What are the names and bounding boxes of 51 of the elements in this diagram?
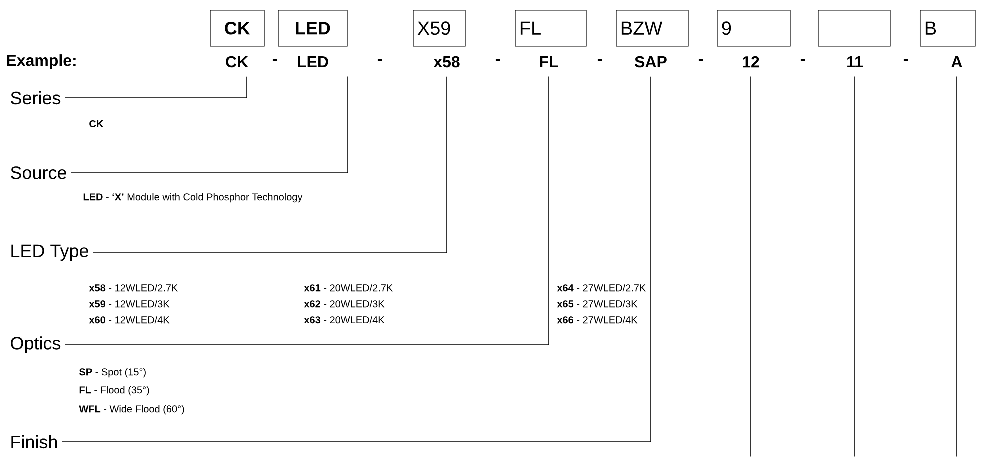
code-description: x58 - 12WLED/2.7K <box>89 284 178 292</box>
example-code: SAP <box>635 56 667 68</box>
category-label: LED Type <box>12 244 88 262</box>
leader-line <box>956 76 958 458</box>
separator-dash: - <box>698 59 704 62</box>
separator-dash: - <box>904 59 908 62</box>
leader-line <box>65 76 550 346</box>
example-code: x58 <box>434 56 460 68</box>
category-label: Series <box>11 91 61 105</box>
separator-dash: - <box>272 59 278 62</box>
code-description: WFL - Wide Flood (60°) <box>79 405 184 415</box>
example-code: LED <box>298 56 328 68</box>
example-code: 12 <box>743 56 760 68</box>
code-description: x66 - 27WLED/4K <box>557 316 638 324</box>
example-code: 11 <box>848 56 863 68</box>
leader-line <box>71 76 348 174</box>
code-description: x65 - 27WLED/3K <box>557 300 638 308</box>
code-description: LED - ‘X’ Module with Cold Phosphor Technology <box>84 193 303 203</box>
separator-dash: - <box>496 59 500 62</box>
category-label: Finish <box>12 435 58 449</box>
code-description: x64 - 27WLED/2.7K <box>557 284 646 292</box>
separator-dash: - <box>378 59 382 62</box>
leader-line <box>62 76 652 442</box>
leader-line <box>750 76 752 458</box>
code-box: B <box>920 10 976 47</box>
code-box: BZW <box>616 10 689 47</box>
code-description: x63 - 20WLED/4K <box>304 316 385 324</box>
code-description: x59 - 12WLED/3K <box>89 300 170 308</box>
leader-line <box>65 76 248 98</box>
code-box: LED <box>278 10 348 47</box>
example-label: Example: <box>7 54 76 70</box>
example-code: A <box>952 56 962 68</box>
code-description: FL - Flood (35°) <box>80 386 150 396</box>
example-code: CK <box>226 56 248 68</box>
separator-dash: - <box>598 59 602 62</box>
example-code: FL <box>540 56 558 68</box>
code-box: FL <box>515 10 587 47</box>
category-label: Optics <box>11 336 61 354</box>
code-description: x61 - 20WLED/2.7K <box>304 284 394 292</box>
code-description: SP - Spot (15°) <box>80 368 146 378</box>
code-box <box>818 10 891 47</box>
code-box: X59 <box>413 10 466 47</box>
code-box: 9 <box>717 10 791 47</box>
code-description: x62 - 20WLED/3K <box>304 300 385 308</box>
code-description: CK <box>90 120 104 128</box>
code-box: CK <box>210 10 265 47</box>
category-label: Source <box>11 166 66 180</box>
leader-line <box>93 76 448 254</box>
leader-line <box>854 76 856 458</box>
separator-dash: - <box>800 59 806 62</box>
code-description: x60 - 12WLED/4K <box>89 316 170 324</box>
